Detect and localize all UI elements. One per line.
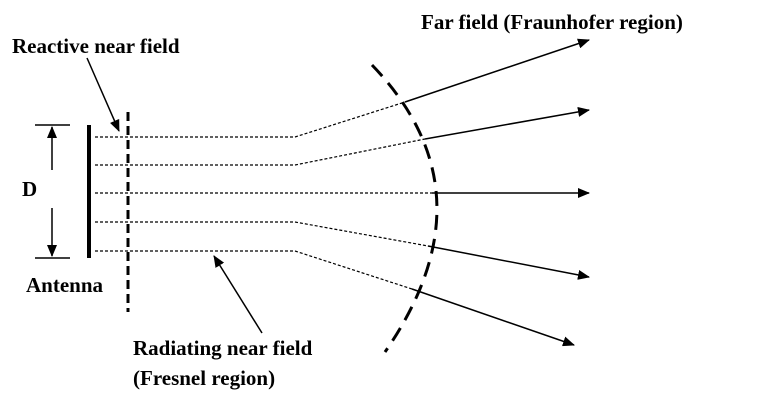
radiating-near-field-pointer [213, 255, 263, 334]
field-line-5 [95, 250, 413, 290]
far-field-ray-4 [427, 245, 590, 280]
field-line-2 [95, 138, 426, 166]
far-field-ray-1 [404, 38, 590, 103]
field-line-1 [95, 101, 406, 138]
field-line-4 [95, 221, 429, 247]
far-field-ray-5 [411, 288, 575, 347]
far-field-ray-2 [424, 106, 590, 140]
far-field-boundary [370, 63, 439, 353]
dimension-label: D [22, 177, 38, 201]
far-field-label: Far field (Fraunhofer region) [421, 10, 683, 34]
radiating-near-field-label: Radiating near field [133, 336, 313, 360]
reactive-near-field-pointer [86, 57, 120, 132]
fresnel-region-label: (Fresnel region) [133, 366, 276, 390]
antenna-label: Antenna [26, 273, 104, 297]
reactive-near-field-label: Reactive near field [12, 34, 180, 58]
